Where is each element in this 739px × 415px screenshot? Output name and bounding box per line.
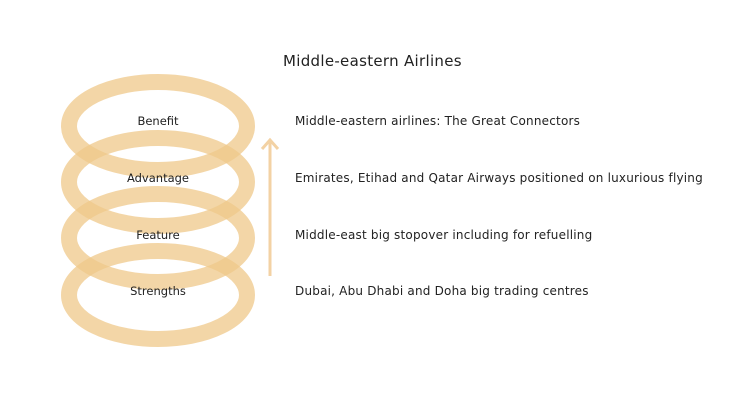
- level-description-strengths: Dubai, Abu Dhabi and Doha big trading ce…: [295, 284, 589, 298]
- ring-benefit: [61, 74, 255, 178]
- level-label-benefit: Benefit: [137, 114, 179, 128]
- level-description-advantage: Emirates, Etihad and Qatar Airways posit…: [295, 171, 703, 185]
- ring-strengths: [61, 243, 255, 347]
- level-label-strengths: Strengths: [130, 284, 186, 298]
- slide-title: Middle-eastern Airlines: [283, 52, 462, 70]
- level-description-feature: Middle-east big stopover including for r…: [295, 228, 593, 242]
- arrow-up-icon: [260, 137, 280, 276]
- ring-feature: [61, 186, 255, 290]
- level-label-feature: Feature: [136, 228, 180, 242]
- level-description-benefit: Middle-eastern airlines: The Great Conne…: [295, 114, 581, 128]
- level-label-advantage: Advantage: [126, 171, 190, 185]
- ring-advantage: [61, 130, 255, 234]
